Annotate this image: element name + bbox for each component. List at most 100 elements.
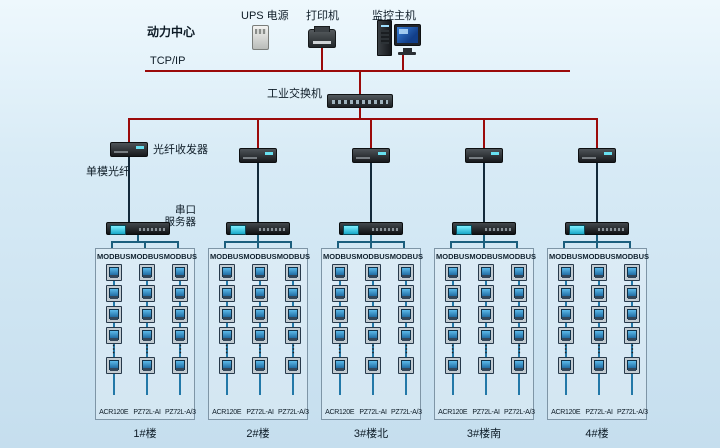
meter-column: MODBUS ⋮ PZ72L-A/3 (164, 251, 197, 416)
server-link-line (483, 235, 485, 242)
serial-server-label-line2: 服务器 (164, 216, 197, 228)
building-label: 4#楼 (585, 428, 609, 440)
server-link-line (370, 235, 372, 242)
meter-stack-bottom (172, 357, 189, 374)
power-meter (285, 327, 302, 344)
monitor-stand (403, 48, 412, 52)
power-meter (557, 357, 574, 374)
meter-model-label: PZ72L-AI (585, 409, 613, 416)
column-link-line (596, 242, 598, 249)
meter-column: MODBUS ⋮ PZ72L-A/3 (503, 251, 536, 416)
power-meter (478, 285, 495, 302)
column-link-line (257, 242, 259, 249)
meter-stack (252, 264, 269, 344)
power-meter (624, 285, 641, 302)
building-group: MODBUS ⋮ ACR120E MODBUS ⋮ PZ72L-AI MODBU… (321, 0, 424, 448)
ellipsis: ⋮ (221, 344, 232, 355)
power-meter (365, 285, 382, 302)
host-monitor (394, 24, 421, 46)
power-meter (172, 264, 189, 281)
power-meter (624, 306, 641, 323)
ellipsis: ⋮ (594, 344, 605, 355)
fiber-link-line (128, 157, 130, 222)
protocol-label: MODBUS (615, 252, 650, 261)
power-meter (398, 264, 415, 281)
power-meter (444, 306, 461, 323)
group-drop-line (370, 118, 372, 149)
column-link-line (290, 242, 292, 249)
meter-stack (218, 264, 235, 344)
ellipsis: ⋮ (447, 344, 458, 355)
fiber-link-line (257, 163, 259, 222)
power-center-label: 动力中心 (147, 25, 196, 39)
power-meter (105, 285, 122, 302)
fiber-link-line (596, 163, 598, 222)
printer-label: 打印机 (306, 10, 339, 22)
ellipsis: ⋮ (255, 344, 266, 355)
power-meter (398, 285, 415, 302)
meter-stack-bottom (478, 357, 495, 374)
meter-stack-bottom (444, 357, 461, 374)
protocol-label: MODBUS (356, 252, 390, 261)
group-drop-line (257, 118, 259, 149)
meter-column: MODBUS ⋮ PZ72L-AI (582, 251, 615, 416)
meter-stack (139, 264, 156, 344)
power-meter (557, 264, 574, 281)
power-meter (105, 264, 122, 281)
power-meter (591, 264, 608, 281)
building-group: MODBUS ⋮ ACR120E MODBUS ⋮ PZ72L-AI MODBU… (208, 0, 310, 448)
power-meter (331, 327, 348, 344)
meter-column: MODBUS ⋮ PZ72L-AI (130, 251, 163, 416)
protocol-label: MODBUS (389, 252, 424, 261)
serial-server-device (565, 222, 629, 235)
protocol-label: MODBUS (582, 252, 616, 261)
power-meter (478, 327, 495, 344)
fiber-link-line (370, 163, 372, 222)
power-meter (591, 327, 608, 344)
meter-stack-bottom (285, 357, 302, 374)
ellipsis: ⋮ (481, 344, 492, 355)
power-meter (591, 306, 608, 323)
meter-stack (444, 264, 461, 344)
fiber-transceiver-device (110, 142, 148, 157)
meter-model-label: ACR120E (99, 409, 129, 416)
power-meter (285, 306, 302, 323)
building-label: 3#楼北 (353, 428, 389, 440)
meter-stack (365, 264, 382, 344)
tcpip-label: TCP/IP (150, 55, 186, 67)
column-link-line (450, 242, 452, 249)
serial-server-device (226, 222, 290, 235)
column-link-line (224, 242, 226, 249)
ellipsis: ⋮ (560, 344, 571, 355)
protocol-label: MODBUS (549, 252, 583, 261)
power-meter (511, 306, 528, 323)
meter-stack-bottom (398, 357, 415, 374)
printer-drop-line (321, 48, 323, 70)
column-link-line (629, 242, 631, 249)
power-meter (444, 357, 461, 374)
power-meter (331, 357, 348, 374)
meter-stack-bottom (624, 357, 641, 374)
power-meter (252, 357, 269, 374)
meter-stack-bottom (139, 357, 156, 374)
meter-stack-bottom (591, 357, 608, 374)
host-drop-line (402, 55, 404, 70)
column-link-line (177, 242, 179, 249)
power-meter (218, 285, 235, 302)
switch-downlink-line (359, 108, 361, 119)
power-meter (218, 264, 235, 281)
power-meter (331, 306, 348, 323)
power-meter (218, 306, 235, 323)
power-meter (285, 285, 302, 302)
meter-panel: MODBUS ⋮ ACR120E MODBUS ⋮ PZ72L-AI MODBU… (95, 248, 197, 420)
column-link-line (370, 242, 372, 249)
power-meter (511, 264, 528, 281)
meter-stack-bottom (218, 357, 235, 374)
meter-model-label: PZ72L-A/3 (277, 409, 309, 416)
power-meter (444, 285, 461, 302)
ups-label: UPS 电源 (241, 10, 289, 22)
power-meter (172, 327, 189, 344)
power-meter (511, 357, 528, 374)
monitor-screen (397, 27, 418, 43)
